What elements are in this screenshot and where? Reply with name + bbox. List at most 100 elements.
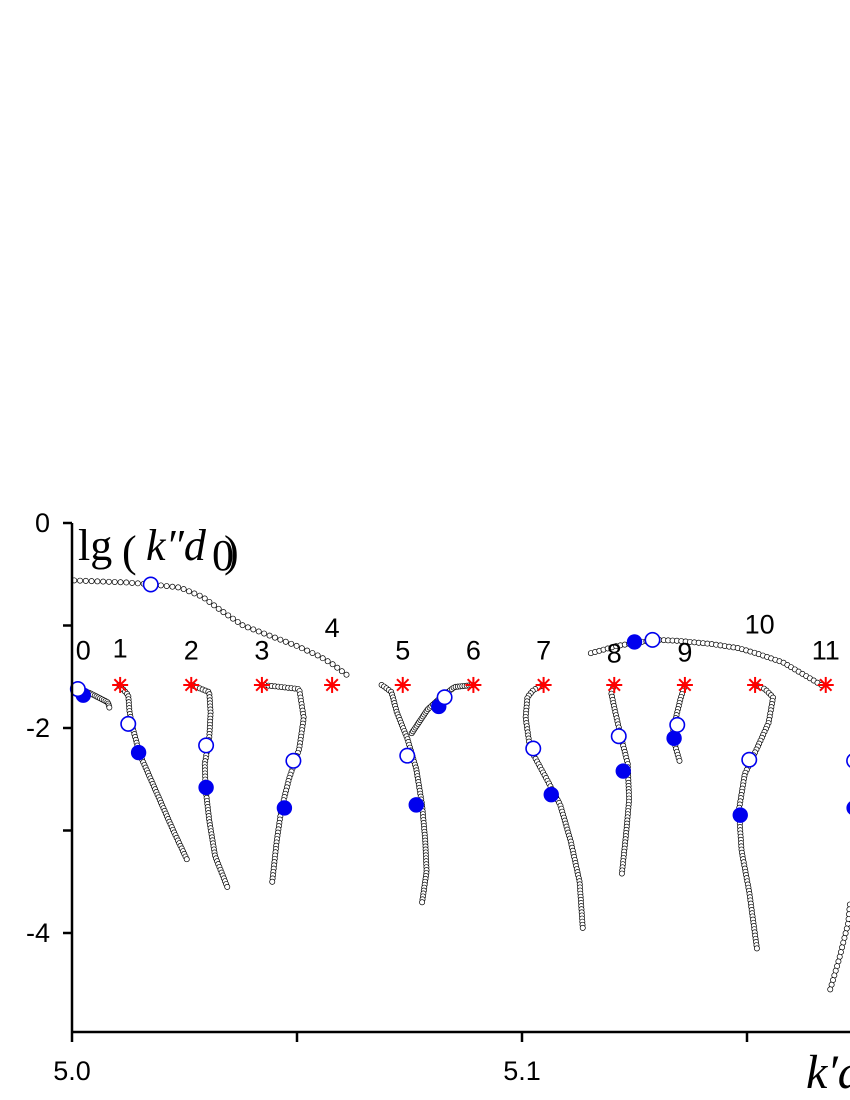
filled-marker [198,779,214,796]
open-marker [644,631,661,648]
trajectory-point [196,592,203,599]
trajectory-point [837,949,844,956]
trajectory-point [180,586,187,593]
trajectory-point [277,636,284,643]
trajectory-point [183,856,190,863]
trajectory-point [841,934,848,941]
mode-label-3: 3 [254,635,269,665]
resonance-star-9 [747,676,764,693]
resonance-star-layer [112,676,834,693]
trajectory-point [88,578,95,585]
trajectory-point [106,704,113,711]
trajectory-point [293,642,300,649]
trajectory-point [304,647,311,654]
open-marker [120,715,137,732]
mode-label-5: 5 [395,635,410,665]
trajectory-c8 [608,682,633,877]
open-marker [285,752,302,769]
trajectory-point [106,578,112,585]
trajectory-point [206,598,213,605]
open-marker [436,689,453,706]
trajectory-point [298,645,305,652]
mode-label-0: 0 [76,635,91,665]
resonance-star-10 [817,676,834,693]
trajectory-point [419,899,426,906]
y-tick-label: -4 [26,918,50,948]
resonance-star-0 [112,676,129,693]
resonance-star-8 [676,676,693,693]
trajectory-point [324,658,331,665]
trajectory-point [843,925,850,932]
trajectory-point [211,602,217,609]
resonance-star-7 [606,676,623,693]
trajectory-point [175,584,182,591]
trajectory-point [82,577,89,584]
trajectory-point [314,652,321,659]
trajectory-point [329,661,336,668]
filled-marker [543,786,559,803]
trajectory-point [123,579,130,586]
trajectory-point [840,939,847,946]
trajectory-point [191,590,198,597]
open-marker [399,747,416,764]
filled-marker [276,800,293,816]
trajectory-point [845,916,850,922]
mode-label-8: 8 [607,638,622,668]
trajectory-point [224,883,231,890]
open-marker [669,716,686,733]
trajectory-c9top [587,637,825,688]
trajectory-point [309,650,316,656]
trajectory-point [169,583,176,590]
trajectory-point [269,878,276,885]
mode-label-10: 10 [745,610,775,640]
mode-label-11: 11 [812,635,840,665]
y-axis-title-prefix: lg [78,521,112,570]
trajectory-point [100,578,107,585]
trajectory-point [117,579,124,586]
trajectory-point [77,577,83,584]
open-marker [741,751,758,768]
x-tick-label: 5.1 [503,1056,541,1086]
filled-marker [732,807,748,823]
filled-marker [846,801,850,815]
trajectory-point [676,757,683,764]
trajectory-c7 [522,682,586,931]
marker-layer [69,576,850,823]
trajectory-point [255,628,262,635]
mode-label-6: 6 [466,635,481,665]
trajectory-point [343,671,350,678]
trajectory-point [157,582,164,589]
trajectory-point [288,640,295,647]
trajectory-point [129,579,136,586]
y-axis-title-variable: k″d [146,521,207,570]
trajectory-point [334,664,341,671]
trajectory-point [753,945,760,952]
open-marker [142,576,159,593]
filled-marker [666,730,682,746]
trajectory-point [244,624,251,631]
trajectory-point [186,588,192,595]
trajectory-point [134,580,141,587]
trajectory-point [250,626,257,633]
trajectory-point [111,579,118,585]
trajectory-point [839,944,846,951]
open-marker [69,681,86,698]
trajectory-c3 [258,682,307,885]
trajectory-point [234,618,241,625]
mode-label-9: 9 [677,637,692,667]
trajectory-point [338,668,345,675]
resonance-star-4 [394,676,411,693]
trajectory-point [220,609,227,616]
filled-marker [626,634,643,650]
trajectory-point [842,930,849,937]
trajectory-c1 [116,682,190,863]
y-axis-title-open-paren: ( [122,527,137,576]
open-marker [525,740,542,757]
mode-label-2: 2 [184,635,199,665]
trajectory-point [163,583,170,590]
x-axis-title: k′d [806,1046,850,1099]
